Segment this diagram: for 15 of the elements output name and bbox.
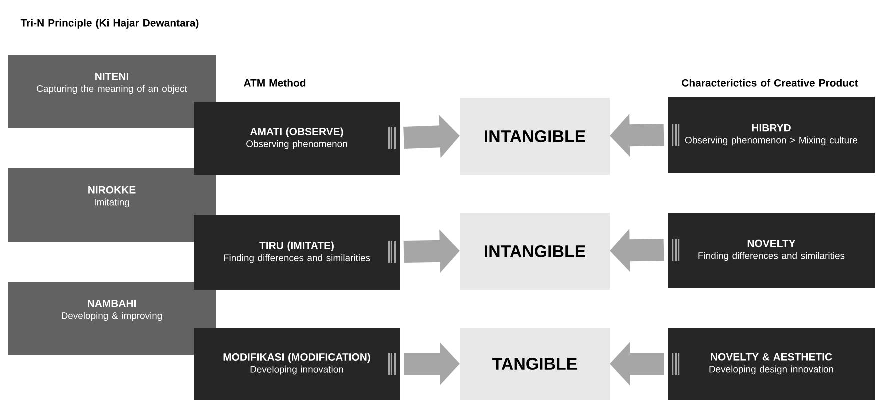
characteristic-box: NOVELTY & AESTHETIC Developing design innovation <box>668 328 875 400</box>
method-box: AMATI (OBSERVE) Observing phenomenon <box>194 102 400 175</box>
tri-n-box: NAMBAHI Developing & improving <box>8 282 216 355</box>
result-box: INTANGIBLE <box>460 98 610 175</box>
heading: Tri-N Principle (Ki Hajar Dewantara) <box>20 19 199 29</box>
characteristic-box: NOVELTY Finding differences and similarities <box>668 213 875 288</box>
tri-n-box: NITENI Capturing the meaning of an object <box>8 55 216 128</box>
heading: Characterictics of Creative Product <box>682 79 858 87</box>
method-box: TIRU (IMITATE) Finding differences and similarities <box>194 215 400 290</box>
tri-n-box: NIROKKE Imitating <box>8 168 216 242</box>
heading: ATM Method <box>244 79 306 87</box>
result-box: TANGIBLE <box>460 328 610 400</box>
characteristic-box: HIBRYD Observing phenomenon > Mixing culture <box>668 97 875 173</box>
result-box: INTANGIBLE <box>460 213 610 290</box>
method-box: MODIFIKASI (MODIFICATION) Developing innovation <box>194 328 400 400</box>
